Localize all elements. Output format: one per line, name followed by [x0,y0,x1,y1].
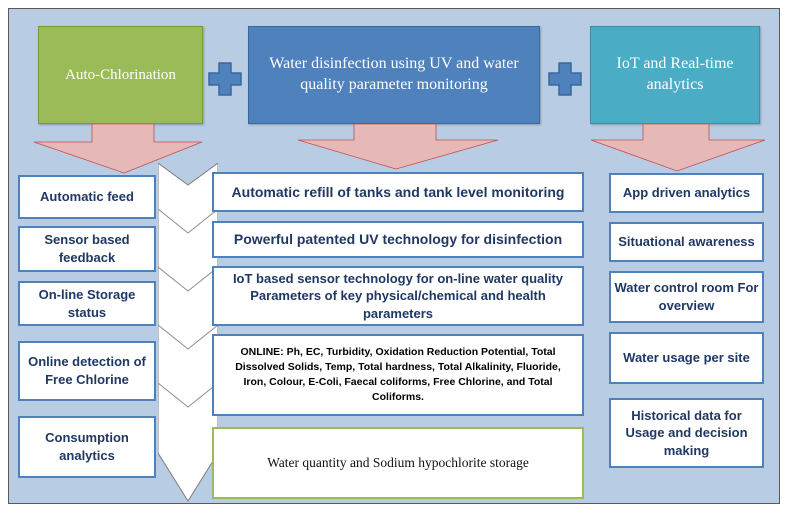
right-box-control-room: Water control room For overview [609,271,764,323]
left-box-free-chlorine: Online detection of Free Chlorine [18,341,156,401]
left-box-sensor-feedback: Sensor based feedback [18,226,156,272]
mid-box-uv: Powerful patented UV technology for disi… [212,221,584,258]
left-box-automatic-feed: Automatic feed [18,175,156,219]
mid-box-online-parameters: ONLINE: Ph, EC, Turbidity, Oxidation Red… [212,334,584,416]
header-iot-analytics: IoT and Real-time analytics [590,26,760,124]
right-box-water-usage: Water usage per site [609,332,764,384]
down-arrow-left [33,124,203,174]
chevron-arrow-column [158,163,218,502]
mid-box-refill: Automatic refill of tanks and tank level… [212,172,584,212]
right-box-historical-data: Historical data for Usage and decision m… [609,398,764,468]
header-water-disinfection: Water disinfection using UV and water qu… [248,26,540,124]
plus-icon-right [548,62,582,96]
left-box-storage-status: On-line Storage status [18,281,156,326]
down-arrow-middle [297,124,499,170]
down-arrow-right [590,124,766,172]
mid-box-storage: Water quantity and Sodium hypochlorite s… [212,427,584,499]
right-box-situational-awareness: Situational awareness [609,222,764,262]
header-auto-chlorination: Auto-Chlorination [38,26,203,124]
right-box-app-analytics: App driven analytics [609,173,764,213]
mid-box-iot-sensor: IoT based sensor technology for on-line … [212,266,584,326]
left-box-consumption-analytics: Consumption analytics [18,416,156,478]
plus-icon-left [208,62,242,96]
